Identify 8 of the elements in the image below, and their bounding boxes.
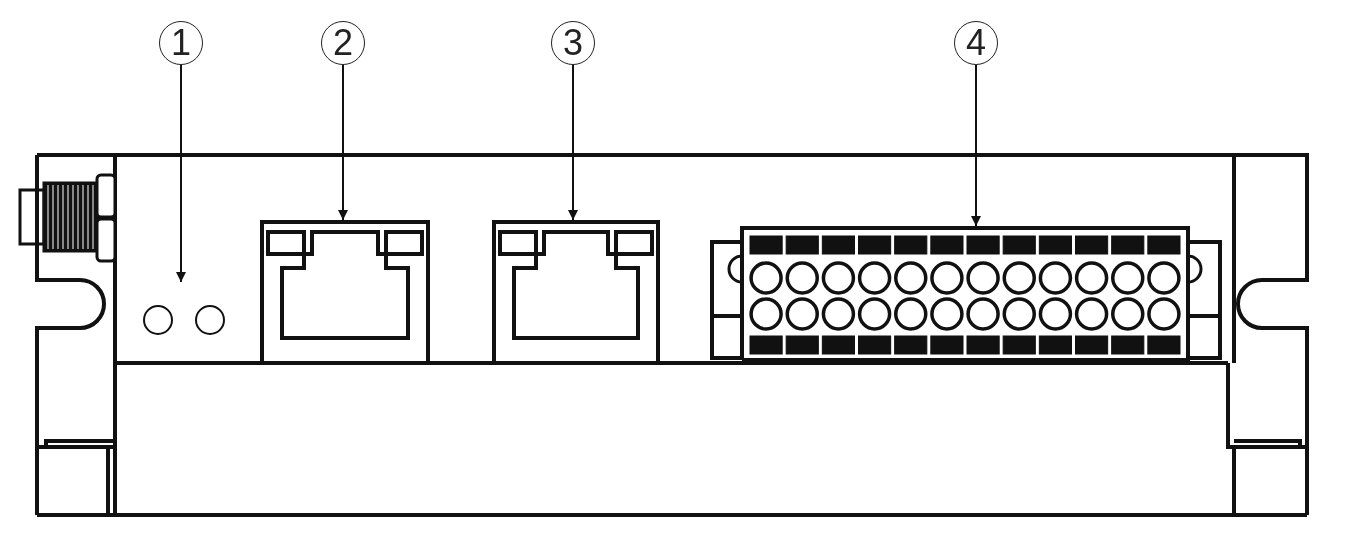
- callout-number: 1: [159, 21, 203, 65]
- leader-arrow: [971, 64, 981, 227]
- callout-number: 2: [321, 21, 365, 65]
- leader-arrow: [568, 64, 578, 221]
- leader-arrow: [176, 64, 186, 283]
- callout-number: 3: [551, 21, 595, 65]
- leader-arrow: [338, 64, 348, 221]
- callout-number: 4: [954, 21, 998, 65]
